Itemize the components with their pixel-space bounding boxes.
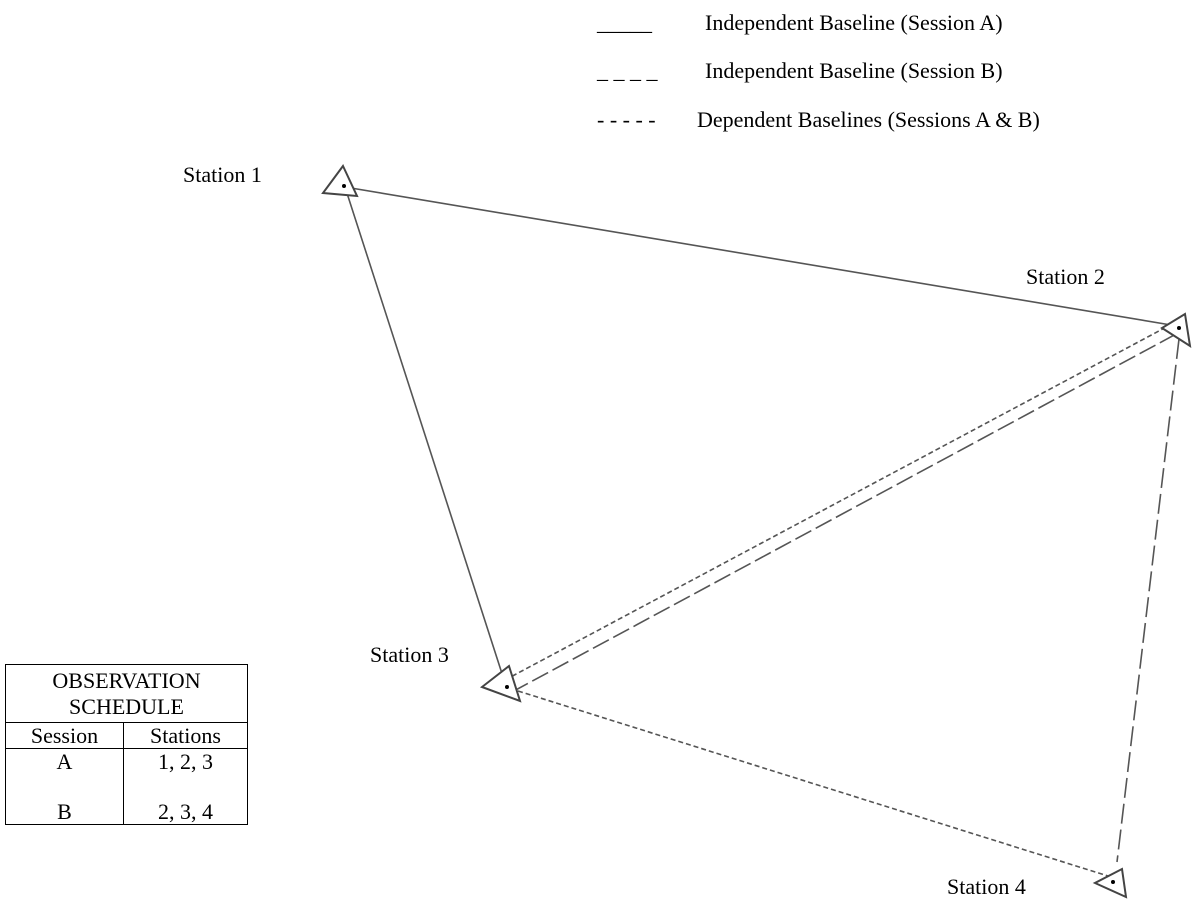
- station-3-marker: [479, 664, 522, 703]
- schedule-header-row: Session Stations: [5, 722, 248, 749]
- schedule-spacer: [8, 774, 121, 799]
- schedule-session-cell: A B: [5, 748, 124, 825]
- baseline-3-4-dependent: [517, 690, 1109, 877]
- schedule-spacer: [126, 774, 245, 799]
- station-labels: Station 1 Station 2 Station 3 Station 4: [183, 162, 1105, 899]
- schedule-stations-b: 2, 3, 4: [158, 799, 213, 824]
- station-markers: [321, 164, 1192, 899]
- schedule-stations-cell: 1, 2, 3 2, 3, 4: [123, 748, 248, 825]
- observation-schedule-table: OBSERVATION SCHEDULE Session Stations A …: [5, 664, 248, 825]
- schedule-row: A B 1, 2, 3 2, 3, 4: [5, 748, 248, 825]
- schedule-session-b: B: [57, 799, 72, 824]
- baseline-3-2-dependent: [504, 323, 1173, 681]
- station-3-label: Station 3: [370, 642, 449, 667]
- schedule-title-line-2: SCHEDULE: [69, 694, 184, 719]
- baseline-2-4-session-b: [1116, 338, 1180, 863]
- station-1-label: Station 1: [183, 162, 262, 187]
- legend-label-session-b: Independent Baseline (Session B): [705, 58, 1003, 83]
- baselines: [344, 186, 1180, 877]
- station-2-label: Station 2: [1026, 264, 1105, 289]
- legend-symbol-session-b: _ _ _ _: [596, 58, 659, 83]
- legend-label-dependent: Dependent Baselines (Sessions A & B): [697, 107, 1040, 132]
- schedule-header-stations: Stations: [123, 722, 248, 749]
- station-4-marker: [1092, 867, 1128, 899]
- baseline-1-3-session-a: [344, 186, 507, 687]
- schedule-stations-a: 1, 2, 3: [158, 749, 213, 774]
- legend-symbol-dependent: - - - - -: [597, 107, 656, 132]
- legend-symbol-session-a: _____: [596, 10, 653, 35]
- legend: _____ Independent Baseline (Session A) _…: [596, 10, 1040, 132]
- station-4-label: Station 4: [947, 874, 1026, 899]
- schedule-session-a: A: [56, 749, 73, 774]
- schedule-header-session: Session: [5, 722, 124, 749]
- station-2-marker: [1160, 312, 1192, 349]
- schedule-title-row: OBSERVATION SCHEDULE: [5, 664, 248, 723]
- schedule-title: OBSERVATION SCHEDULE: [5, 664, 248, 723]
- station-1-marker: [321, 164, 359, 198]
- baseline-3-2-session-b: [511, 332, 1179, 693]
- schedule-title-line-1: OBSERVATION: [52, 668, 201, 693]
- baseline-1-2-session-a: [344, 186, 1178, 327]
- legend-label-session-a: Independent Baseline (Session A): [705, 10, 1003, 35]
